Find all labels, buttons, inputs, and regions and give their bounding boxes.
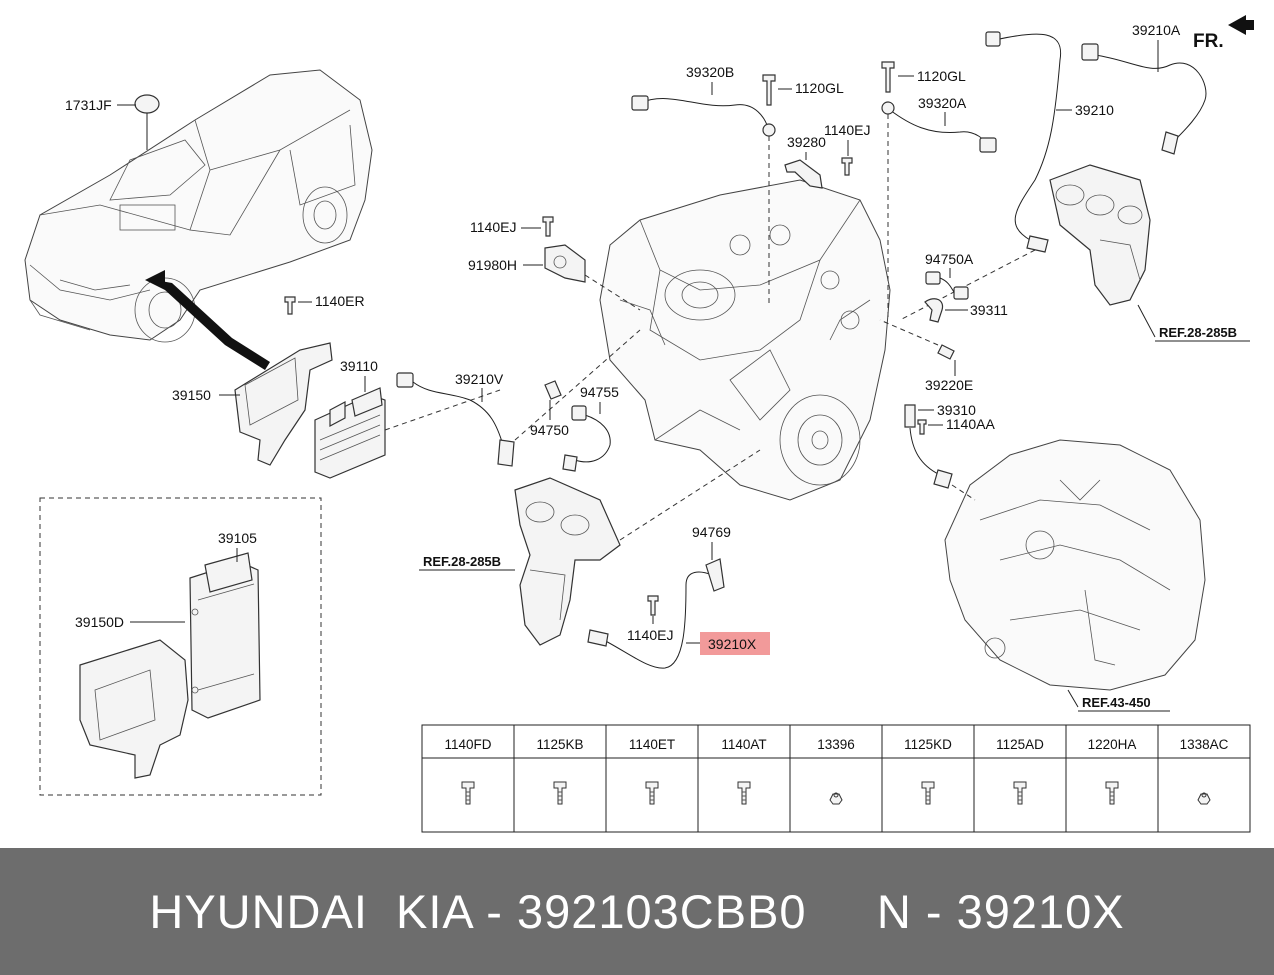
label-91980H: 91980H [468,257,517,273]
fastener-header-13396: 13396 [817,737,855,752]
ecu-bracket-39150 [234,342,333,466]
label-39150D: 39150D [75,614,124,630]
nut-icon [829,792,843,805]
label-39320A: 39320A [918,95,967,111]
label-39210V: 39210V [455,371,504,387]
bolt-icon [737,781,751,805]
fastener-header-1125KD: 1125KD [904,737,952,752]
ecu-39110 [314,387,386,479]
label-94755: 94755 [580,384,619,400]
parts-diagram: 1731JF 39320B 1120GL [24,15,1254,833]
fastener-header-1140ET: 1140ET [629,737,675,752]
engine-assembly [599,179,891,501]
fastener-header-1125AD: 1125AD [996,737,1044,752]
bolt-icon [1013,781,1027,805]
label-94750: 94750 [530,422,569,438]
fastener-header-1140FD: 1140FD [444,737,491,752]
front-indicator: FR. [1193,31,1224,52]
exhaust-manifold-rear [1049,164,1151,306]
bolt-icon [461,781,475,805]
label-1140AA: 1140AA [946,416,995,432]
label-1120GL-a: 1120GL [795,80,844,96]
ecu-bracket-39150D [79,639,189,779]
ref-28-285B-top[interactable]: REF.28-285B [1159,325,1237,340]
label-39210: 39210 [1075,102,1114,118]
label-1140EJ-c: 1140EJ [627,627,673,643]
label-39210X[interactable]: 39210X [708,636,757,652]
label-39311: 39311 [970,302,1008,318]
ref-28-285B-center[interactable]: REF.28-285B [423,554,501,569]
fastener-table: 1140FD 1125KB 1140ET 1140AT 13396 1125KD 1125A… [421,724,1251,833]
bolt-icon [645,781,659,805]
fastener-header-1220HA: 1220HA [1088,737,1137,752]
highlight-39210X[interactable] [700,632,770,655]
label-94750A: 94750A [925,251,974,267]
vehicle-illustration [24,69,373,370]
label-1140ER: 1140ER [315,293,365,309]
label-1140EJ-b: 1140EJ [470,219,516,235]
nut-icon [1197,792,1211,805]
label-39320B: 39320B [686,64,734,80]
front-arrow-icon [1228,15,1254,35]
exhaust-manifold-front [514,477,621,646]
footer-bar: HYUNDAI KIA - 392103CBB0 N - 39210X [0,848,1274,975]
label-39110: 39110 [340,358,378,374]
fastener-header-1338AC: 1338AC [1180,737,1229,752]
bolt-icon [1105,781,1119,805]
label-1731JF: 1731JF [65,97,112,113]
label-39280: 39280 [787,134,826,150]
label-39105: 39105 [218,530,257,546]
ecu-39105 [189,552,261,719]
label-39150: 39150 [172,387,211,403]
label-39220E: 39220E [925,377,973,393]
footer-part-number: HYUNDAI KIA - 392103CBB0 [149,885,807,938]
bolt-icon [921,781,935,805]
fastener-header-1125KB: 1125KB [536,737,583,752]
transmission-assembly [944,439,1206,691]
footer-diagram-code: N - 39210X [876,885,1125,938]
ref-43-450[interactable]: REF.43-450 [1082,695,1151,710]
label-39310: 39310 [937,402,976,418]
label-94769: 94769 [692,524,731,540]
bolt-icon [553,781,567,805]
footer-gap [807,884,877,939]
label-39210A: 39210A [1132,22,1181,38]
fastener-header-1140AT: 1140AT [721,737,766,752]
label-1120GL-b: 1120GL [917,68,966,84]
alt-ecu-box [39,497,322,796]
label-1140EJ-a: 1140EJ [824,122,870,138]
